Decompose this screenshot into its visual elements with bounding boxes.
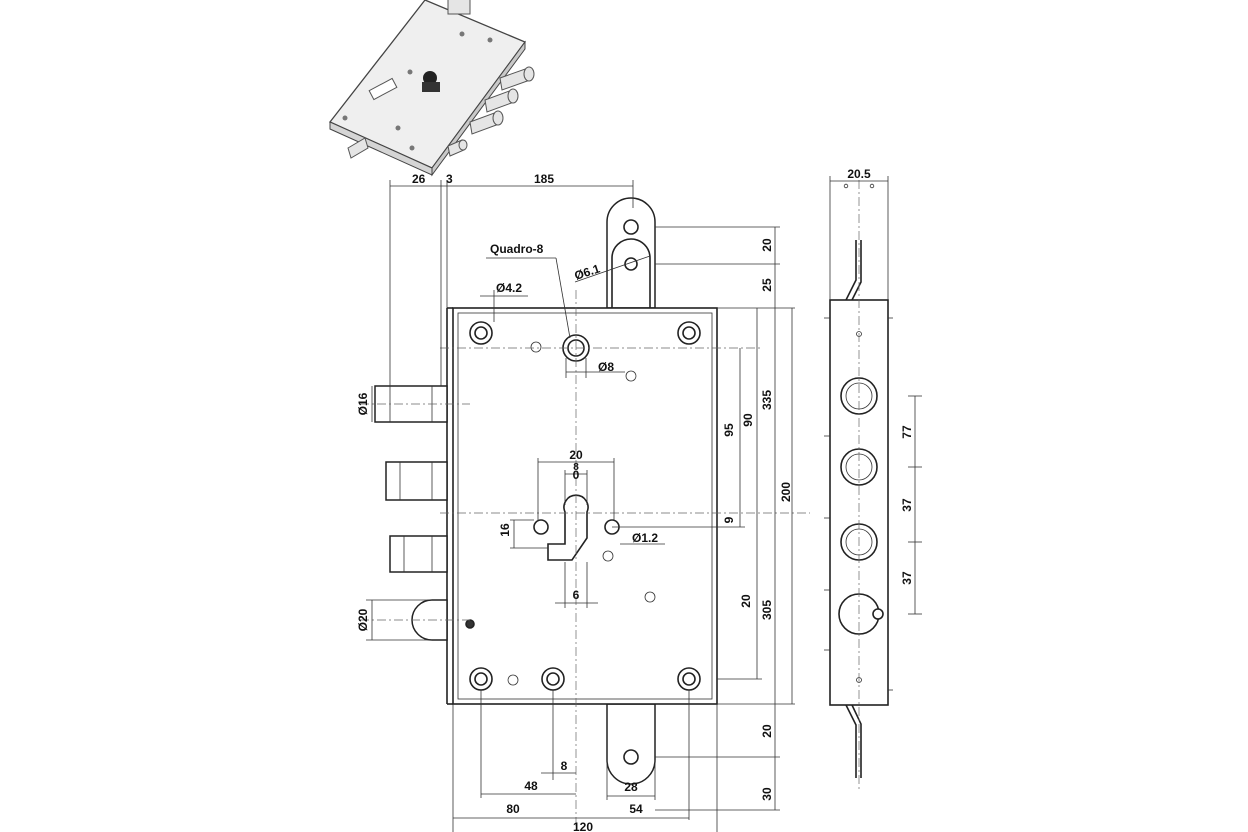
dimension-lines xyxy=(366,180,795,832)
dim-right-90: 90 xyxy=(741,413,755,427)
dim-bot-8: 8 xyxy=(561,759,568,773)
dim-top-26: 26 xyxy=(412,172,426,186)
dim-right-335: 335 xyxy=(760,390,774,410)
isometric-lock-view xyxy=(328,0,535,177)
label-dia-20: Ø20 xyxy=(356,608,370,631)
dim-edge-37a: 37 xyxy=(900,498,914,512)
dim-bot-48: 48 xyxy=(524,779,538,793)
dim-edge-77: 77 xyxy=(900,425,914,439)
dim-bot-120: 120 xyxy=(573,820,593,832)
dim-right-200: 200 xyxy=(779,482,793,502)
lock-case-outline xyxy=(452,307,718,705)
dim-edge-20-5: 20.5 xyxy=(847,167,871,181)
bottom-mounting-tab xyxy=(606,703,656,785)
lock-front-view xyxy=(360,197,810,832)
dim-bot-28: 28 xyxy=(624,780,638,794)
dim-top-3: 3 xyxy=(446,172,453,186)
dim-right-20-bot: 20 xyxy=(760,724,774,738)
dim-right-20-mid: 20 xyxy=(739,594,753,608)
dim-key-6: 6 xyxy=(573,588,580,602)
lock-side-view xyxy=(824,176,922,790)
dim-key-8: 8 xyxy=(573,462,579,473)
dim-key-20: 20 xyxy=(569,448,583,462)
dim-edge-37b: 37 xyxy=(900,571,914,585)
dim-side-20-top: 20 xyxy=(760,238,774,252)
top-mounting-tab xyxy=(606,197,656,309)
dim-side-25: 25 xyxy=(760,278,774,292)
dim-key-16: 16 xyxy=(498,523,512,537)
label-quadro-8: Quadro-8 xyxy=(490,242,544,256)
dim-right-30: 30 xyxy=(760,787,774,801)
dim-right-95: 95 xyxy=(722,423,736,437)
deadbolts xyxy=(374,385,448,641)
dim-top-185: 185 xyxy=(534,172,554,186)
label-dia-16: Ø16 xyxy=(356,392,370,415)
label-dia-1-2: Ø1.2 xyxy=(632,531,658,545)
label-dia-6-1: Ø6.1 xyxy=(573,261,602,282)
dim-right-9: 9 xyxy=(722,516,736,523)
label-dia-8: Ø8 xyxy=(598,360,614,374)
dim-bot-80: 80 xyxy=(506,802,520,816)
dim-key-0: 0 xyxy=(573,468,580,482)
dim-right-305: 305 xyxy=(760,600,774,620)
label-dia-4-2: Ø4.2 xyxy=(496,281,522,295)
dim-bot-54: 54 xyxy=(629,802,643,816)
top-tab-slot xyxy=(611,238,651,308)
